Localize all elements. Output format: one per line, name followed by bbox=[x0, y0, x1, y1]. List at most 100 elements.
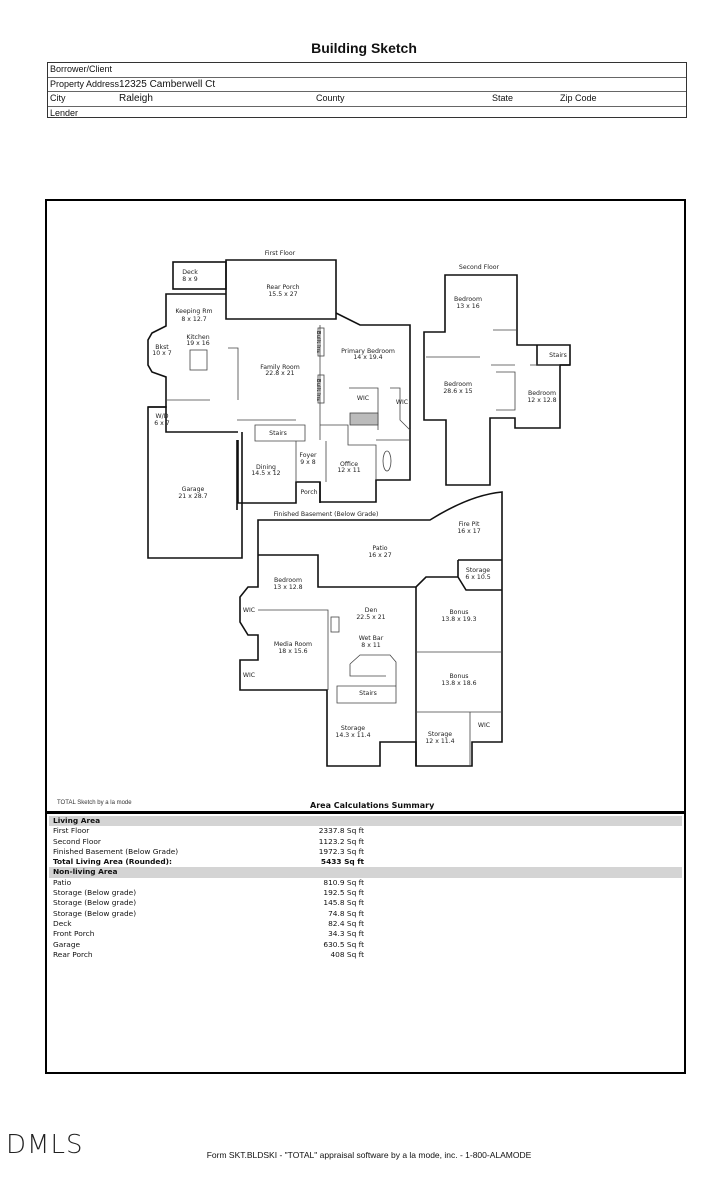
room-name: Primary Bedroom bbox=[341, 348, 395, 355]
room-name: Bonus bbox=[449, 673, 468, 680]
city-value: Raleigh bbox=[119, 93, 153, 104]
state-label: State bbox=[492, 93, 514, 103]
room-dims: 6 x 7 bbox=[154, 420, 170, 427]
room-name: WIC bbox=[243, 607, 255, 614]
living-area-header: Living Area bbox=[49, 816, 682, 827]
area-row: Storage (Below grade)145.8 Sq ft bbox=[49, 898, 682, 908]
room-name: Porch bbox=[300, 489, 317, 496]
first-floor-interior bbox=[166, 325, 411, 482]
room-dims: 12 x 12.8 bbox=[527, 397, 556, 404]
basement-labels: Finished Basement (Below Grade) Patio 16… bbox=[243, 511, 491, 745]
second-floor-outline bbox=[423, 274, 571, 486]
rear-porch-outline bbox=[225, 259, 337, 320]
room-name: Wet Bar bbox=[359, 635, 384, 642]
area-value: 74.8 Sq ft bbox=[328, 908, 364, 918]
area-row: Second Floor 1123.2 Sq ft bbox=[49, 837, 682, 847]
room-dims: 21 x 28.7 bbox=[178, 493, 207, 500]
city-label: City bbox=[50, 93, 66, 103]
room-dims: 22.5 x 21 bbox=[356, 614, 385, 621]
area-row: Garage 630.5 Sq ft bbox=[49, 940, 682, 950]
room-name: Keeping Rm bbox=[175, 308, 212, 315]
area-value: 1123.2 Sq ft bbox=[318, 836, 364, 846]
area-summary-title: Area Calculations Summary bbox=[310, 801, 435, 810]
room-name: Storage bbox=[428, 731, 452, 738]
area-value: 34.3 Sq ft bbox=[328, 929, 364, 939]
area-label: Garage bbox=[53, 939, 81, 949]
room-name: Den bbox=[365, 607, 378, 614]
section-label: Living Area bbox=[53, 816, 101, 825]
room-dims: 18 x 15.6 bbox=[278, 648, 307, 655]
first-floor-title: First Floor bbox=[265, 250, 296, 257]
room-name: Built Ins bbox=[315, 331, 321, 353]
room-dims: 14 x 19.4 bbox=[353, 354, 382, 361]
room-dims: 19 x 16 bbox=[186, 340, 209, 347]
area-label: Second Floor bbox=[53, 836, 101, 846]
area-label: Front Porch bbox=[53, 929, 95, 939]
room-name: Rear Porch bbox=[266, 284, 299, 291]
room-name: WIC bbox=[478, 722, 490, 729]
room-dims: 14.5 x 12 bbox=[251, 470, 280, 477]
room-dims: 8 x 9 bbox=[182, 276, 198, 283]
room-name: Bedroom bbox=[274, 577, 302, 584]
room-name: Stairs bbox=[359, 690, 377, 697]
room-dims: 16 x 17 bbox=[457, 528, 480, 535]
area-value: 82.4 Sq ft bbox=[328, 918, 364, 928]
room-dims: 10 x 7 bbox=[152, 350, 171, 357]
room-dims: 9 x 8 bbox=[300, 459, 316, 466]
area-row: Storage (Below grade) 74.8 Sq ft bbox=[49, 909, 682, 919]
floor-plan: First Floor Deck 8 x 9 Rear Porch 15.5 x… bbox=[147, 250, 571, 767]
area-label: Finished Basement (Below Grade) bbox=[53, 846, 179, 856]
borrower-row: Borrower/Client bbox=[48, 63, 686, 78]
room-name: WIC bbox=[357, 395, 369, 402]
area-value: 810.9 Sq ft bbox=[323, 877, 364, 887]
area-label: Patio bbox=[53, 877, 72, 887]
room-name: Garage bbox=[182, 486, 205, 493]
room-dims: 8 x 12.7 bbox=[181, 316, 206, 323]
deck-outline bbox=[172, 261, 227, 290]
room-dims: 22.8 x 21 bbox=[265, 370, 294, 377]
area-row: Front Porch 34.3 Sq ft bbox=[49, 929, 682, 939]
room-dims: 13.8 x 19.3 bbox=[441, 616, 476, 623]
room-dims: 6 x 10.5 bbox=[465, 574, 490, 581]
room-name: Stairs bbox=[549, 352, 567, 359]
second-floor-labels: Second Floor Bedroom 13 x 16 Bedroom 28.… bbox=[443, 264, 566, 404]
room-dims: 13 x 16 bbox=[456, 303, 479, 310]
area-value: 630.5 Sq ft bbox=[323, 939, 364, 949]
city-row: City Raleigh County State Zip Code bbox=[48, 92, 686, 107]
area-label: Deck bbox=[53, 918, 72, 928]
area-label: Storage (Below grade) bbox=[53, 908, 137, 918]
room-name: WIC bbox=[396, 399, 408, 406]
room-name: Deck bbox=[182, 269, 198, 276]
room-dims: 14.3 x 11.4 bbox=[335, 732, 370, 739]
first-floor-walls bbox=[147, 259, 411, 559]
room-name: Bkst bbox=[155, 344, 169, 351]
second-floor-walls bbox=[423, 274, 571, 486]
area-row: Patio 810.9 Sq ft bbox=[49, 878, 682, 888]
room-dims: 8 x 11 bbox=[361, 642, 380, 649]
total-living-row: Total Living Area (Rounded): 5433 Sq ft bbox=[49, 857, 682, 867]
page-title: Building Sketch bbox=[311, 40, 417, 56]
room-name: Bedroom bbox=[444, 381, 472, 388]
area-label: First Floor bbox=[53, 826, 90, 836]
area-row: Storage (Below grade)192.5 Sq ft bbox=[49, 888, 682, 898]
room-name: W/D bbox=[156, 413, 169, 420]
room-name: Storage bbox=[341, 725, 365, 732]
borrower-label: Borrower/Client bbox=[50, 64, 113, 74]
total-label: Total Living Area (Rounded): bbox=[53, 857, 173, 867]
room-name: Bonus bbox=[449, 609, 468, 616]
room-dims: 12 x 11 bbox=[337, 467, 360, 474]
room-dims: 13.8 x 18.6 bbox=[441, 680, 476, 687]
county-label: County bbox=[316, 93, 345, 103]
basement-title: Finished Basement (Below Grade) bbox=[274, 511, 379, 518]
area-label: Storage (Below grade) bbox=[53, 888, 137, 898]
room-dims: 13 x 12.8 bbox=[273, 584, 302, 591]
kitchen-island bbox=[189, 349, 208, 371]
room-name: Kitchen bbox=[186, 334, 209, 341]
room-name: Dining bbox=[256, 464, 276, 471]
area-label: Storage (Below grade) bbox=[53, 898, 137, 908]
lender-row: Lender bbox=[48, 107, 686, 121]
area-value: 1972.3 Sq ft bbox=[318, 846, 364, 856]
